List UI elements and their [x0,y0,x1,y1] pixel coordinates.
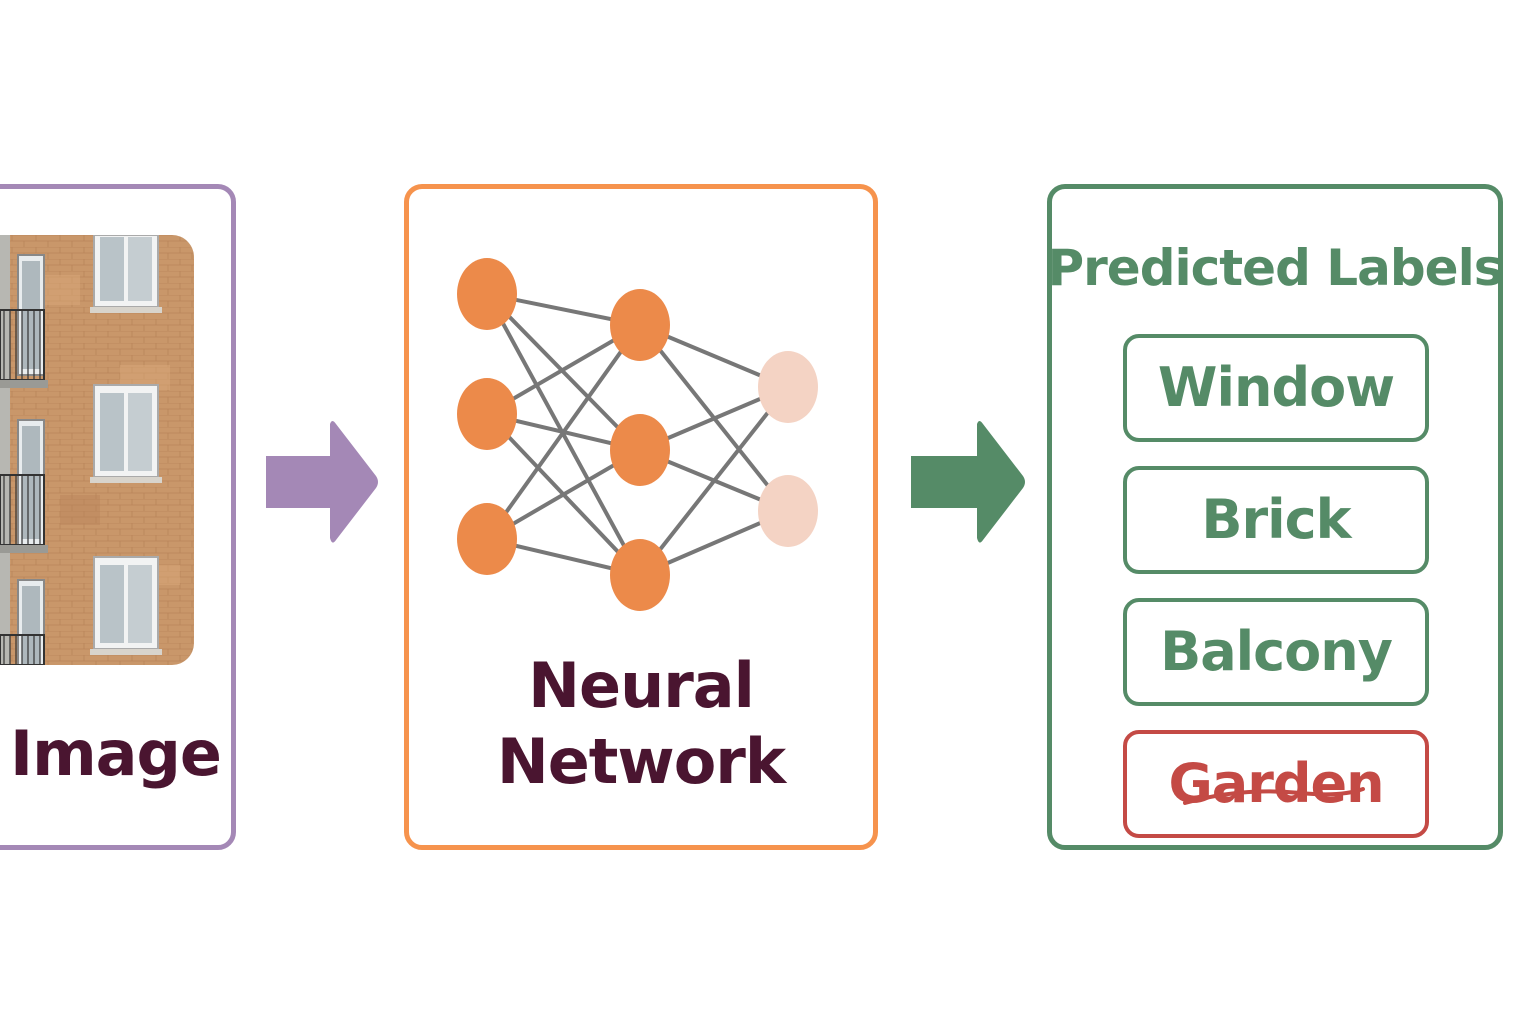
label-garden-rejected: Garden [1123,730,1429,838]
building-photo [0,235,194,665]
network-node-l1-0 [610,289,670,361]
building-illustration [0,235,194,665]
network-node-l0-0 [457,258,517,330]
model-caption-line2: Network [496,725,786,798]
label-balcony: Balcony [1123,598,1429,706]
network-node-l1-1 [610,414,670,486]
network-node-l2-1 [758,475,818,547]
input-caption: Image [10,717,222,790]
neural-network-graph [457,258,818,611]
predicted-labels-title: Predicted Labels [1047,239,1504,297]
label-text: Window [1157,356,1395,419]
right-arrow-icon [911,421,1025,543]
network-node-l2-0 [758,351,818,423]
label-brick: Brick [1123,466,1429,574]
network-node-l1-2 [610,539,670,611]
label-window: Window [1123,334,1429,442]
network-edge-l0-2-0 [485,323,642,541]
model-caption: Neural Network [404,648,878,800]
strikethrough-mark [1183,787,1365,805]
label-text: Brick [1201,488,1351,551]
label-text: Garden [1168,752,1384,815]
model-caption-line1: Neural [528,649,755,722]
network-edge-l0-0-1 [485,292,642,452]
window-column [90,235,162,655]
network-nodes [457,258,818,611]
right-arrow-icon [266,421,378,543]
balcony-column [0,235,48,665]
label-text: Balcony [1160,620,1393,683]
network-node-l0-1 [457,378,517,450]
network-edge-l1-2-0 [638,385,790,577]
network-node-l0-2 [457,503,517,575]
